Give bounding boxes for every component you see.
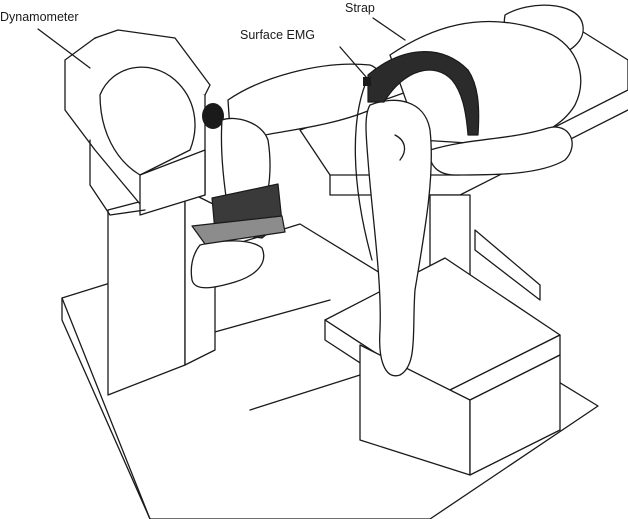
dynamometer-head bbox=[65, 30, 224, 215]
surface-emg-label: Surface EMG bbox=[240, 29, 315, 42]
dynamometer-label: Dynamometer bbox=[0, 11, 79, 24]
dynamometer-axis-knob bbox=[202, 103, 224, 129]
strap-leader-line bbox=[373, 18, 405, 40]
strap-label: Strap bbox=[345, 2, 375, 15]
